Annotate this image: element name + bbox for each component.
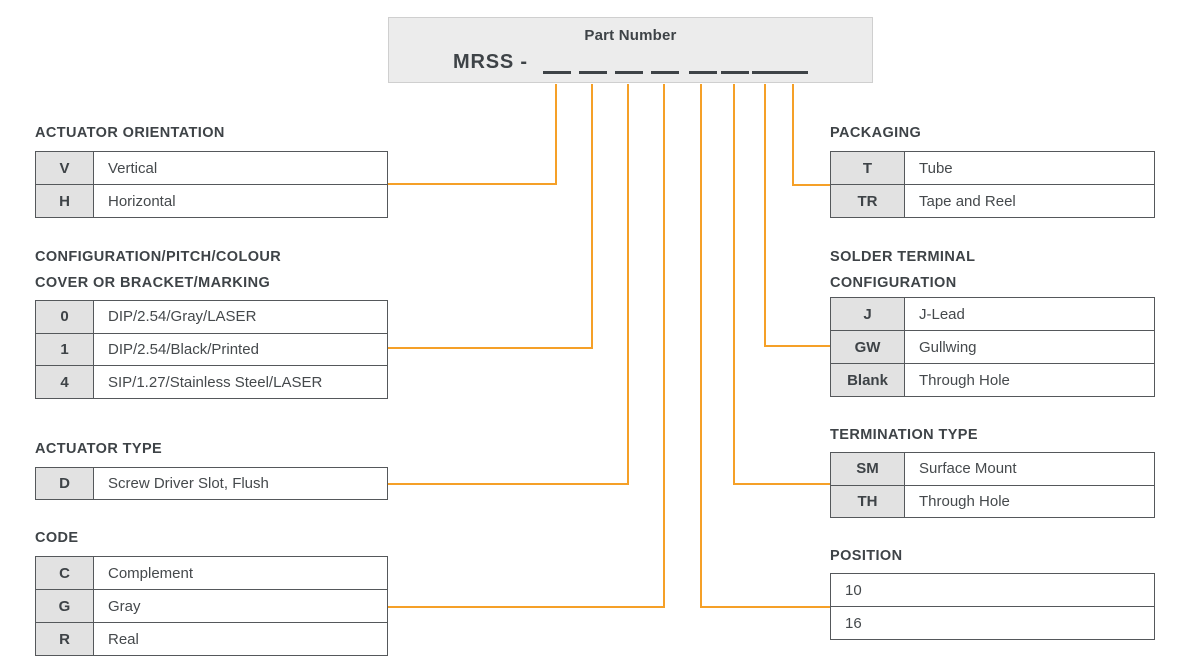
option-code: 0: [36, 301, 94, 333]
option-code: D: [36, 468, 94, 499]
option-row: T Tube: [831, 152, 1154, 184]
section-title: CONFIGURATION: [830, 275, 957, 291]
option-code: C: [36, 557, 94, 589]
option-value: Tape and Reel: [919, 192, 1016, 210]
connector-vertical-6: [733, 84, 735, 485]
part-number-blank-2: [579, 71, 607, 74]
connector-vertical-7: [764, 84, 766, 347]
section-title: SOLDER TERMINAL: [830, 249, 976, 265]
connector-vertical-8: [792, 84, 794, 186]
section-title: TERMINATION TYPE: [830, 427, 978, 443]
section-title: CODE: [35, 530, 79, 546]
option-row: SM Surface Mount: [831, 453, 1154, 485]
option-row: C Complement: [36, 557, 387, 589]
option-row: TH Through Hole: [831, 484, 1154, 517]
part-number-blank-1: [543, 71, 571, 74]
connector-horizontal-2: [388, 347, 593, 349]
option-code: TH: [831, 485, 905, 517]
option-row: G Gray: [36, 589, 387, 622]
option-row: 4 SIP/1.27/Stainless Steel/LASER: [36, 365, 387, 399]
connector-horizontal-7: [764, 345, 830, 347]
option-code: 1: [36, 333, 94, 366]
option-row: GW Gullwing: [831, 330, 1154, 363]
option-value: Real: [108, 630, 139, 648]
option-row: R Real: [36, 622, 387, 655]
option-value: J-Lead: [919, 305, 965, 323]
part-number-blank-7: [752, 71, 780, 74]
part-number-blank-6: [721, 71, 749, 74]
option-code: R: [36, 623, 94, 655]
option-code: Blank: [831, 364, 905, 396]
connector-vertical-1: [555, 84, 557, 185]
option-value: Through Hole: [919, 492, 1010, 510]
option-value: Complement: [108, 564, 194, 582]
option-code: T: [831, 152, 905, 184]
option-value: 10: [845, 581, 862, 599]
connector-vertical-3: [627, 84, 629, 485]
section-title: COVER OR BRACKET/MARKING: [35, 275, 271, 291]
option-table: D Screw Driver Slot, Flush: [35, 467, 388, 500]
option-value: DIP/2.54/Black/Printed: [108, 341, 259, 358]
connector-horizontal-4: [388, 606, 665, 608]
option-row: 10: [831, 574, 1154, 606]
section-title: ACTUATOR TYPE: [35, 441, 163, 457]
connector-horizontal-5: [700, 606, 830, 608]
option-value: Screw Driver Slot, Flush: [108, 475, 269, 492]
part-number-blank-8: [780, 71, 808, 74]
part-number-blank-5: [689, 71, 717, 74]
option-row: V Vertical: [36, 152, 387, 184]
connector-vertical-4: [663, 84, 665, 608]
connector-vertical-2: [591, 84, 593, 349]
option-code: V: [36, 152, 94, 184]
section-title: CONFIGURATION/PITCH/COLOUR: [35, 249, 282, 265]
option-code: G: [36, 590, 94, 622]
option-code: SM: [831, 453, 905, 485]
part-number-prefix: MRSS -: [453, 51, 528, 73]
connector-horizontal-3: [388, 483, 629, 485]
connector-horizontal-1: [388, 183, 557, 185]
option-table: 10 16: [830, 573, 1155, 640]
option-row: 0 DIP/2.54/Gray/LASER: [36, 301, 387, 333]
section-title: PACKAGING: [830, 125, 922, 141]
option-row: D Screw Driver Slot, Flush: [36, 468, 387, 499]
section-title: POSITION: [830, 548, 903, 564]
option-row: J J-Lead: [831, 298, 1154, 330]
option-value: 16: [845, 614, 862, 632]
option-code: H: [36, 185, 94, 217]
option-code: TR: [831, 185, 905, 217]
part-number-box: Part Number MRSS -: [388, 17, 873, 83]
option-value: Vertical: [108, 159, 158, 177]
part-number-blank-4: [651, 71, 679, 74]
option-code: J: [831, 298, 905, 330]
option-value: Gullwing: [919, 338, 977, 356]
option-row: 1 DIP/2.54/Black/Printed: [36, 332, 387, 366]
option-row: H Horizontal: [36, 184, 387, 217]
section-title: ACTUATOR ORIENTATION: [35, 125, 225, 141]
option-value: Surface Mount: [919, 460, 1017, 478]
part-number-box-title: Part Number: [584, 27, 677, 44]
option-code: 4: [36, 366, 94, 399]
option-value: Tube: [919, 159, 953, 177]
option-row: Blank Through Hole: [831, 363, 1154, 396]
option-value: Gray: [108, 597, 141, 615]
option-row: 16: [831, 606, 1154, 639]
part-number-blank-3: [615, 71, 643, 74]
connector-horizontal-8: [792, 184, 830, 186]
option-row: TR Tape and Reel: [831, 184, 1154, 217]
option-value: DIP/2.54/Gray/LASER: [108, 308, 257, 326]
connector-vertical-5: [700, 84, 702, 608]
option-code: GW: [831, 331, 905, 363]
option-table: 0 DIP/2.54/Gray/LASER 1 DIP/2.54/Black/Prin…: [35, 300, 388, 399]
option-value: Horizontal: [108, 192, 176, 210]
option-value: SIP/1.27/Stainless Steel/LASER: [108, 373, 323, 391]
option-value: Through Hole: [919, 371, 1010, 389]
connector-horizontal-6: [733, 483, 830, 485]
